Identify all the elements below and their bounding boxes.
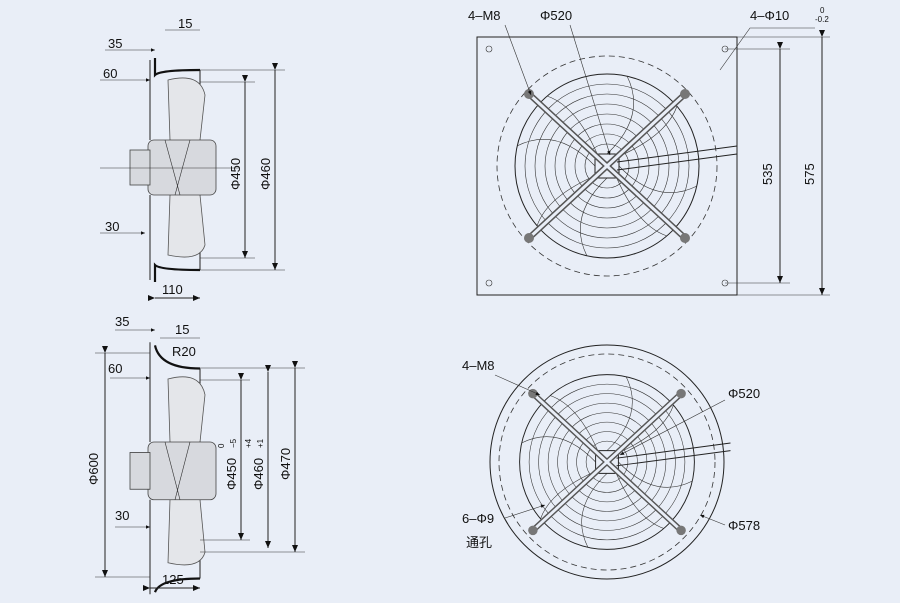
dim-phi450-tol-lower: −5 <box>229 438 238 448</box>
dim-phi450: Φ450 <box>228 158 243 190</box>
bottom-side-view: Φ600 Φ450 0 −5 Φ460 +4 +1 Φ470 35 15 R20… <box>86 314 305 595</box>
bottom-front-view: 4–M8 Φ520 6–Φ9 通孔 Φ578 <box>462 344 760 580</box>
dim-30: 30 <box>115 508 129 523</box>
dim-phi460: Φ460 <box>258 158 273 190</box>
dim-60: 60 <box>103 66 117 81</box>
dim-phi600: Φ600 <box>86 453 101 485</box>
label-4-m8: 4–M8 <box>462 358 495 373</box>
top-front-view: 535 575 4–M8 Φ520 4–Φ10 0 -0.2 <box>468 6 830 296</box>
label-through-hole: 通孔 <box>466 535 492 550</box>
tol-upper: 0 <box>820 6 825 15</box>
dim-phi460: Φ460 <box>251 458 266 490</box>
dim-r20: R20 <box>172 344 196 359</box>
dim-35: 35 <box>115 314 129 329</box>
dim-phi450-tol-upper: 0 <box>217 443 226 448</box>
tol-lower: -0.2 <box>815 15 829 24</box>
dim-15: 15 <box>175 322 189 337</box>
dim-phi450: Φ450 <box>224 458 239 490</box>
dim-phi470: Φ470 <box>278 448 293 480</box>
dim-phi460-tol-lower: +1 <box>256 438 265 448</box>
label-mount-holes: 4–Φ10 <box>750 8 789 23</box>
dim-575: 575 <box>802 163 817 185</box>
label-phi578: Φ578 <box>728 518 760 533</box>
dim-535: 535 <box>760 163 775 185</box>
label-mount-holes: 6–Φ9 <box>462 511 494 526</box>
top-side-view: Φ450 Φ460 15 35 60 30 110 <box>100 16 285 301</box>
label-phi520: Φ520 <box>728 386 760 401</box>
dim-35: 35 <box>108 36 122 51</box>
dim-30: 30 <box>105 219 119 234</box>
label-4-m8: 4–M8 <box>468 8 501 23</box>
dim-110: 110 <box>162 282 183 297</box>
label-phi520: Φ520 <box>540 8 572 23</box>
dim-60: 60 <box>108 361 122 376</box>
dim-phi460-tol-upper: +4 <box>244 438 253 448</box>
dim-15: 15 <box>178 16 192 31</box>
dim-125: 125 <box>162 572 184 587</box>
